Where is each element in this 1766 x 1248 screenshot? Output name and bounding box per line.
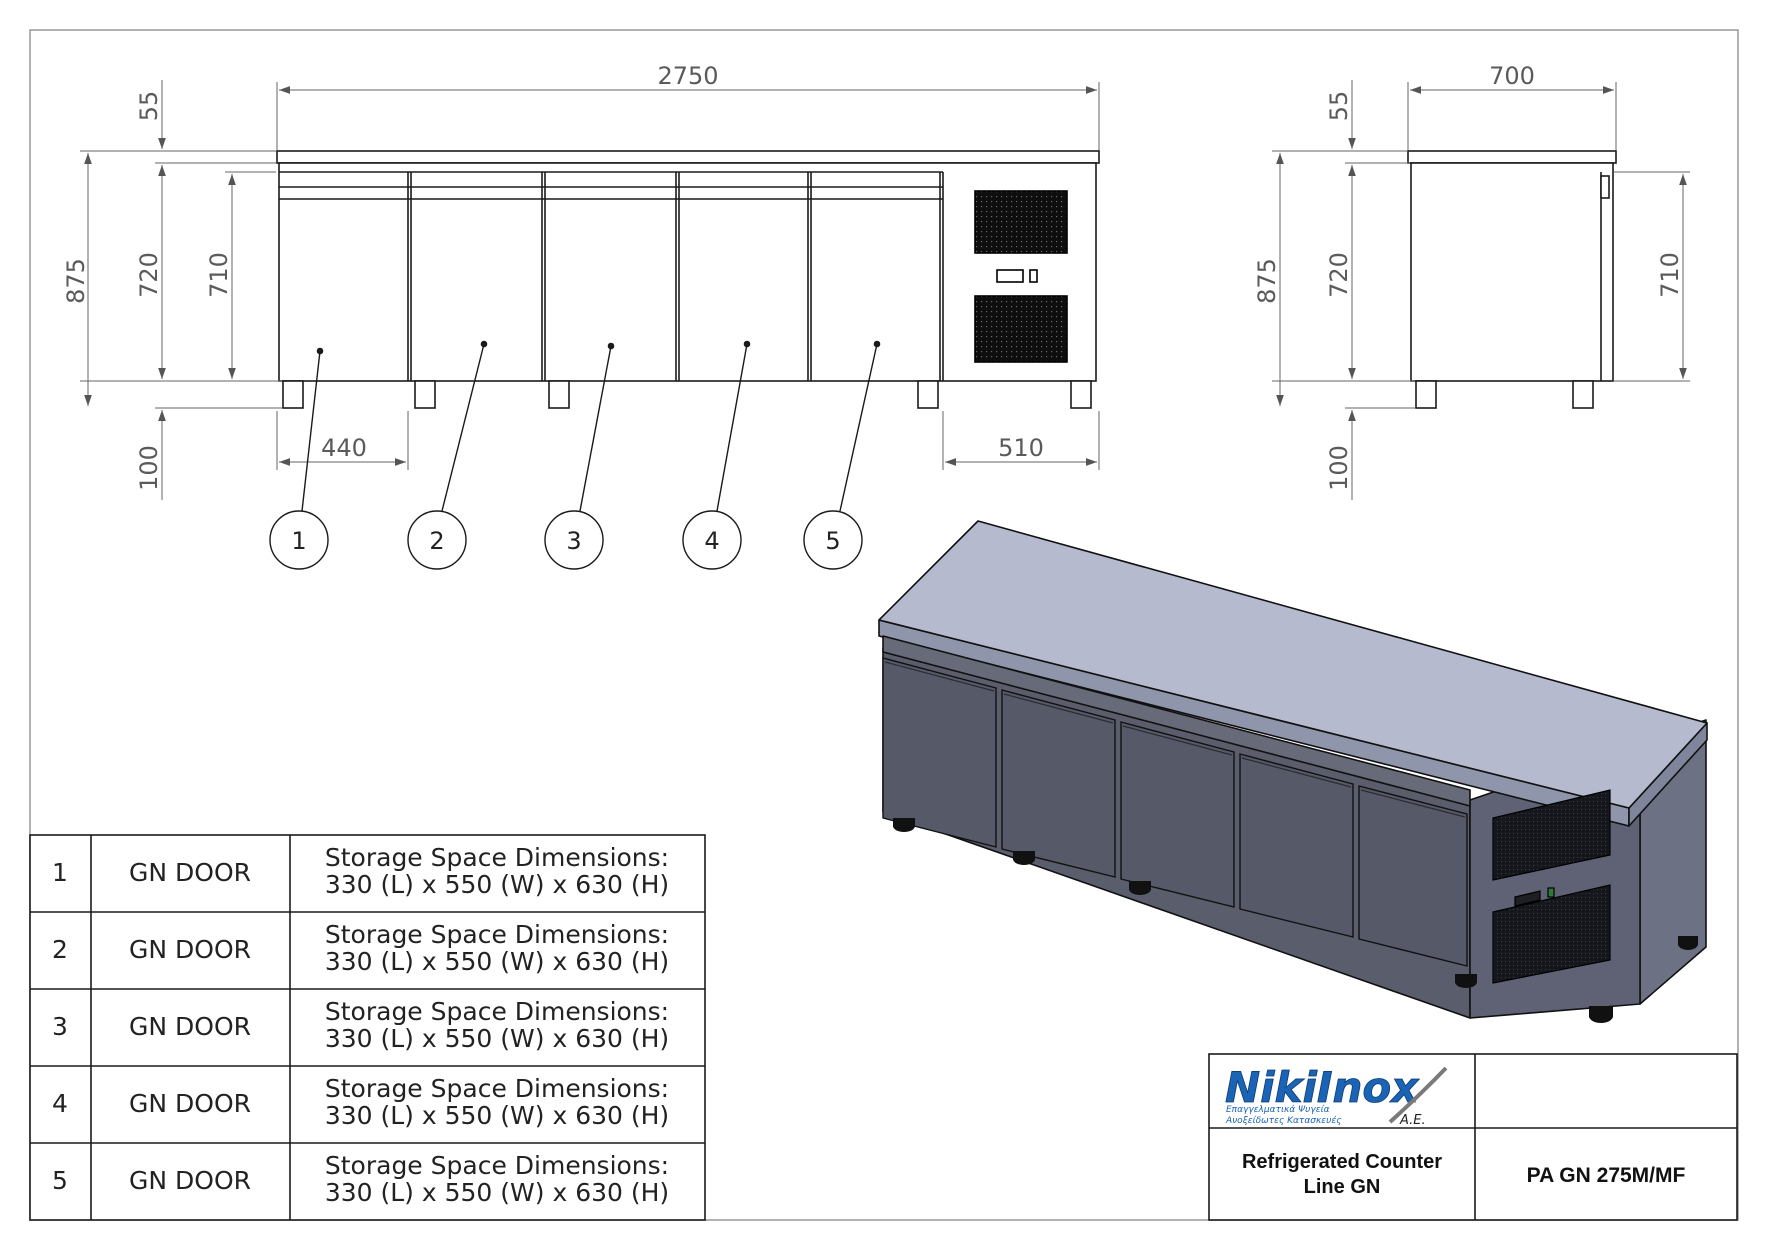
vent-grille-lower	[974, 295, 1068, 363]
row-description-1: Storage Space Dimensions:	[325, 1151, 669, 1180]
row-number: 2	[52, 935, 68, 964]
balloon-5	[803, 510, 863, 570]
side-view	[1407, 150, 1617, 409]
dim-door-width: 440	[321, 434, 367, 462]
row-description-2: 330 (L) x 550 (W) x 630 (H)	[325, 947, 669, 976]
parts-table-rows: 1 GN DOOR Storage Space Dimensions: 330 …	[52, 843, 669, 1207]
door-dividers	[407, 172, 944, 381]
front-view-dimensions	[80, 80, 1100, 500]
row-name: GN DOOR	[129, 1166, 251, 1195]
row-description-2: 330 (L) x 550 (W) x 630 (H)	[325, 870, 669, 899]
row-name: GN DOOR	[129, 858, 251, 887]
row-number: 4	[52, 1089, 68, 1118]
balloon-label: 2	[429, 527, 444, 555]
row-description-1: Storage Space Dimensions:	[325, 843, 669, 872]
dim-door-height: 710	[205, 252, 233, 298]
product-title-line2: Line GN	[1304, 1176, 1381, 1198]
row-description-1: Storage Space Dimensions:	[325, 1074, 669, 1103]
logo-tagline-2: Ανοξείδωτες Κατασκευές	[1225, 1115, 1342, 1126]
row-name: GN DOOR	[129, 935, 251, 964]
control-display	[996, 269, 1024, 283]
company-logo: NikiInox A.E. Επαγγελματικά Ψυγεία Ανοξε…	[1225, 1063, 1448, 1128]
table-row: 1 GN DOOR Storage Space Dimensions: 330 …	[52, 843, 669, 899]
isometric-motor-panel	[1492, 789, 1611, 984]
side-view-dimensions	[1272, 80, 1690, 500]
vent-grille-upper	[974, 190, 1068, 254]
balloon-leaders	[301, 343, 878, 512]
balloon-3	[544, 510, 604, 570]
control-display-iso	[1514, 890, 1541, 907]
dim-side-top-thickness: 55	[1325, 91, 1353, 122]
front-view	[276, 150, 1100, 409]
row-description-2: 330 (L) x 550 (W) x 630 (H)	[325, 1178, 669, 1207]
title-block	[1208, 1053, 1738, 1221]
balloon-4	[682, 510, 742, 570]
front-view-dimension-labels: 2750 55 875 720 710 100 440 510	[62, 62, 1044, 491]
row-number: 1	[52, 858, 68, 887]
isometric-doors	[882, 657, 1468, 967]
product-title-line1: Refrigerated Counter	[1242, 1151, 1442, 1173]
dim-side-body-height: 720	[1325, 252, 1353, 298]
row-description-2: 330 (L) x 550 (W) x 630 (H)	[325, 1024, 669, 1053]
table-row: 4 GN DOOR Storage Space Dimensions: 330 …	[52, 1074, 669, 1130]
dim-depth: 700	[1489, 62, 1535, 90]
dim-body-height: 720	[135, 252, 163, 298]
row-name: GN DOOR	[129, 1012, 251, 1041]
table-row: 2 GN DOOR Storage Space Dimensions: 330 …	[52, 920, 669, 976]
balloon-label: 5	[825, 527, 840, 555]
logo-suffix: A.E.	[1399, 1113, 1426, 1128]
dim-motor-width: 510	[998, 434, 1044, 462]
vent-grille-iso-lower	[1492, 884, 1611, 984]
balloon-label: 1	[291, 527, 306, 555]
model-number: PA GN 275M/MF	[1527, 1164, 1686, 1187]
parts-table	[29, 834, 706, 1221]
dim-side-door-height: 710	[1656, 252, 1684, 298]
row-number: 3	[52, 1012, 68, 1041]
balloons: 1 2 3 4 5	[269, 510, 863, 570]
dim-side-leg-height: 100	[1325, 445, 1353, 491]
vent-grille-iso-upper	[1492, 789, 1611, 881]
logo-tagline-1: Επαγγελματικά Ψυγεία	[1226, 1105, 1330, 1115]
balloon-1	[269, 510, 329, 570]
dim-side-overall-height: 875	[1253, 258, 1281, 304]
balloon-label: 4	[704, 527, 719, 555]
row-description-1: Storage Space Dimensions:	[325, 997, 669, 1026]
row-description-1: Storage Space Dimensions:	[325, 920, 669, 949]
table-row: 3 GN DOOR Storage Space Dimensions: 330 …	[52, 997, 669, 1053]
legs	[282, 380, 1092, 409]
logo-swoosh	[1388, 1066, 1448, 1124]
side-view-dimension-labels: 700 55 875 720 710 100	[1253, 62, 1684, 491]
worktop	[878, 520, 1708, 809]
dim-overall-height: 875	[62, 258, 90, 304]
row-description-2: 330 (L) x 550 (W) x 630 (H)	[325, 1101, 669, 1130]
dim-leg-height: 100	[135, 445, 163, 491]
table-row: 5 GN DOOR Storage Space Dimensions: 330 …	[52, 1151, 669, 1207]
dim-top-thickness: 55	[135, 91, 163, 122]
row-name: GN DOOR	[129, 1089, 251, 1118]
balloon-2	[407, 510, 467, 570]
dim-overall-width: 2750	[657, 62, 718, 90]
row-number: 5	[52, 1166, 68, 1195]
side-hinge	[1600, 175, 1610, 199]
balloon-label: 3	[566, 527, 581, 555]
sheet-border	[29, 29, 1739, 1221]
logo-wordmark: NikiInox	[1225, 1063, 1420, 1112]
isometric-legs	[893, 818, 1698, 1023]
